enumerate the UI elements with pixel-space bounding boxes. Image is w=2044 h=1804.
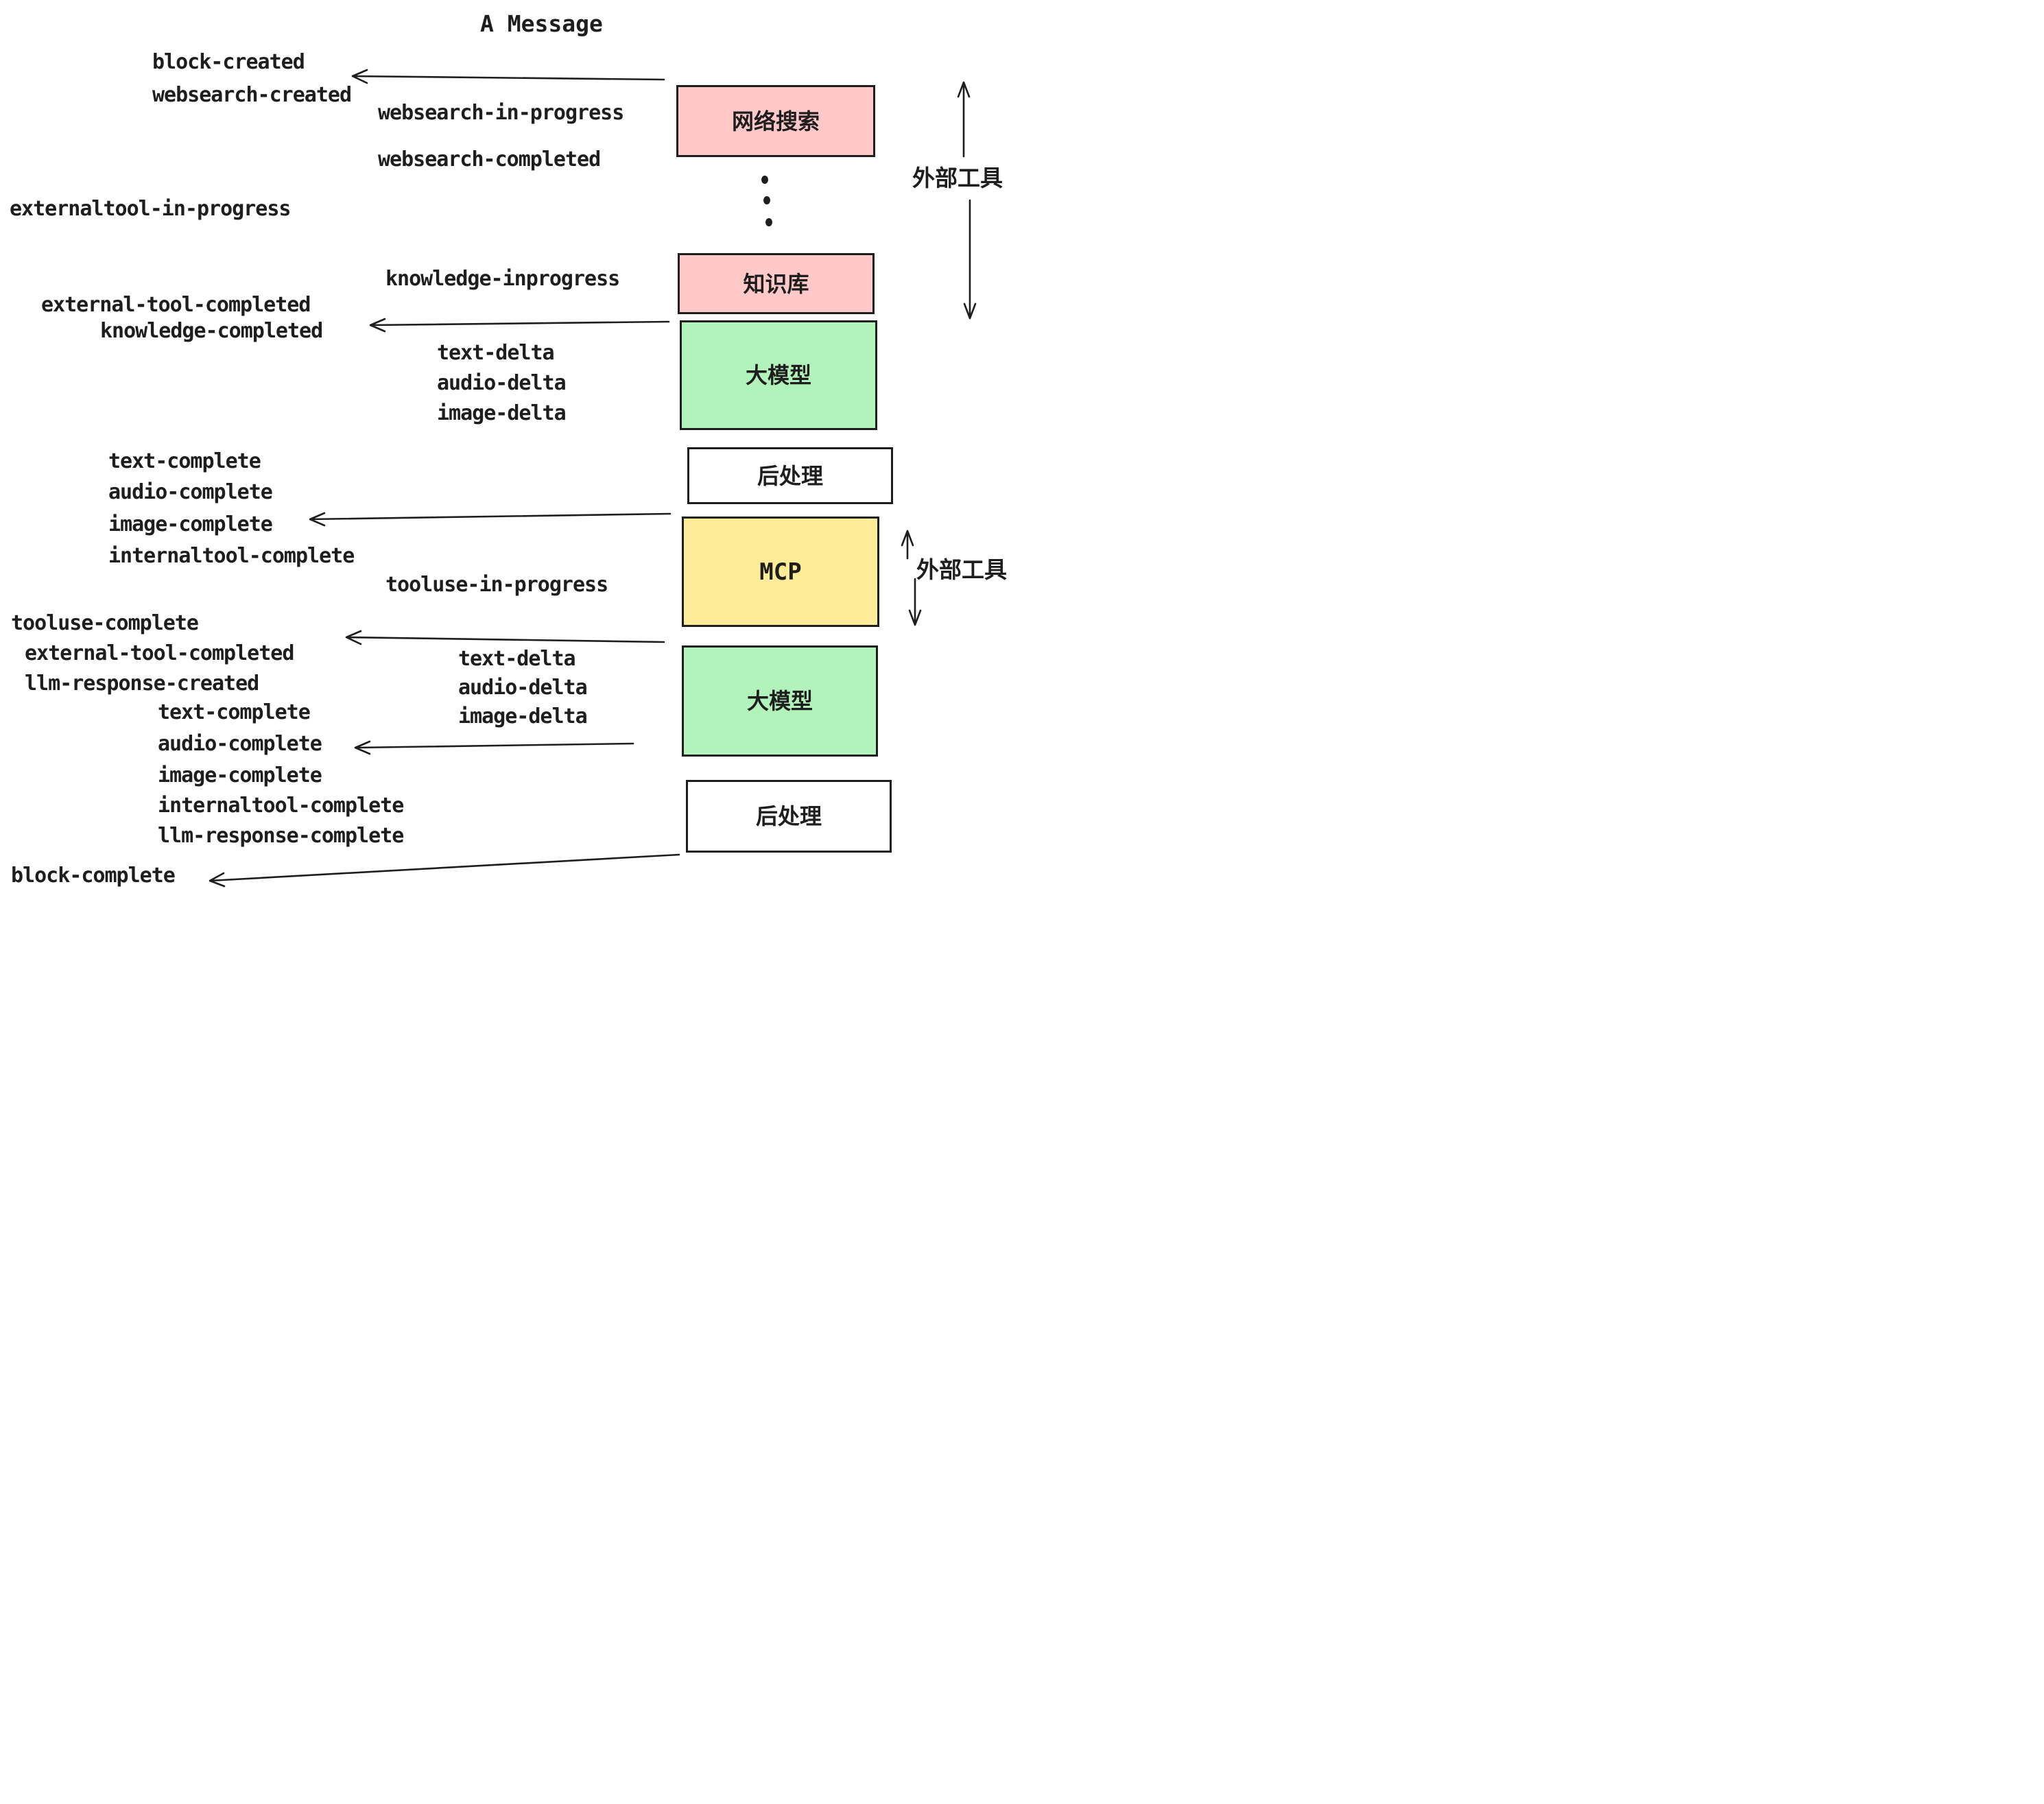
event-text-delta-2: text-delta	[458, 647, 576, 671]
event-llm-response-complete: llm-response-complete	[158, 824, 404, 848]
box-llm-2: 大模型	[682, 645, 878, 757]
vertical-ellipsis-icon	[761, 176, 772, 226]
diagram-canvas: A Message block-created websearch-create…	[0, 0, 1022, 902]
event-image-delta-2: image-delta	[458, 704, 588, 728]
event-audio-complete-1: audio-complete	[108, 480, 273, 504]
event-audio-delta-2: audio-delta	[458, 676, 588, 700]
label-external-tools-mid: 外部工具	[916, 556, 1007, 583]
box-websearch-label: 网络搜索	[731, 108, 820, 134]
arrow-down-external-tools-1	[963, 199, 977, 320]
event-knowledge-inprogress: knowledge-inprogress	[385, 267, 620, 291]
event-image-complete-1: image-complete	[108, 512, 273, 536]
arrow-tooluse-complete	[345, 630, 665, 645]
event-tooluse-in-progress: tooluse-in-progress	[385, 573, 608, 597]
event-image-complete-2: image-complete	[158, 763, 322, 787]
event-internaltool-complete-2: internaltool-complete	[158, 794, 404, 818]
arrow-block-complete	[209, 853, 680, 888]
arrow-image-complete	[309, 512, 672, 527]
event-websearch-created: websearch-created	[152, 83, 352, 107]
arrow-up-external-tools-1	[957, 81, 971, 158]
event-text-delta-1: text-delta	[437, 341, 555, 365]
arrow-knowledge-completed	[369, 318, 670, 333]
arrow-up-external-tools-2	[901, 530, 914, 560]
event-external-tool-completed: external-tool-completed	[41, 293, 311, 317]
event-image-delta-1: image-delta	[437, 401, 567, 425]
arrow-block-created	[351, 69, 665, 84]
box-mcp-label: MCP	[759, 558, 802, 586]
box-knowledge: 知识库	[678, 253, 875, 314]
event-internaltool-complete-1: internaltool-complete	[108, 544, 355, 568]
event-knowledge-completed: knowledge-completed	[100, 319, 323, 343]
box-llm-2-label: 大模型	[746, 688, 813, 714]
event-external-tool-completed-2: external-tool-completed	[25, 641, 294, 665]
box-post-process-2-label: 后处理	[755, 803, 822, 829]
box-llm-1-label: 大模型	[745, 362, 811, 388]
event-websearch-in-progress: websearch-in-progress	[378, 101, 624, 125]
arrow-down-external-tools-2	[908, 578, 922, 626]
box-websearch: 网络搜索	[676, 85, 875, 157]
event-text-complete-1: text-complete	[108, 449, 261, 473]
event-block-created: block-created	[152, 50, 305, 74]
event-externaltool-in-progress: externaltool-in-progress	[10, 197, 291, 221]
label-external-tools-top: 外部工具	[912, 165, 1003, 191]
event-llm-response-created: llm-response-created	[25, 672, 259, 696]
event-text-complete-2: text-complete	[158, 700, 311, 724]
event-audio-delta-1: audio-delta	[437, 371, 567, 395]
box-llm-1: 大模型	[680, 320, 877, 430]
event-websearch-completed: websearch-completed	[378, 147, 601, 171]
event-tooluse-complete: tooluse-complete	[11, 611, 199, 635]
box-post-process-1-label: 后处理	[757, 462, 823, 489]
arrow-audio-complete	[354, 740, 634, 755]
box-post-process-2: 后处理	[686, 780, 892, 853]
box-mcp: MCP	[682, 517, 879, 627]
diagram-title: A Message	[480, 10, 603, 37]
box-knowledge-label: 知识库	[743, 270, 809, 297]
event-block-complete: block-complete	[11, 864, 176, 888]
event-audio-complete-2: audio-complete	[158, 732, 322, 756]
box-post-process-1: 后处理	[687, 447, 893, 504]
